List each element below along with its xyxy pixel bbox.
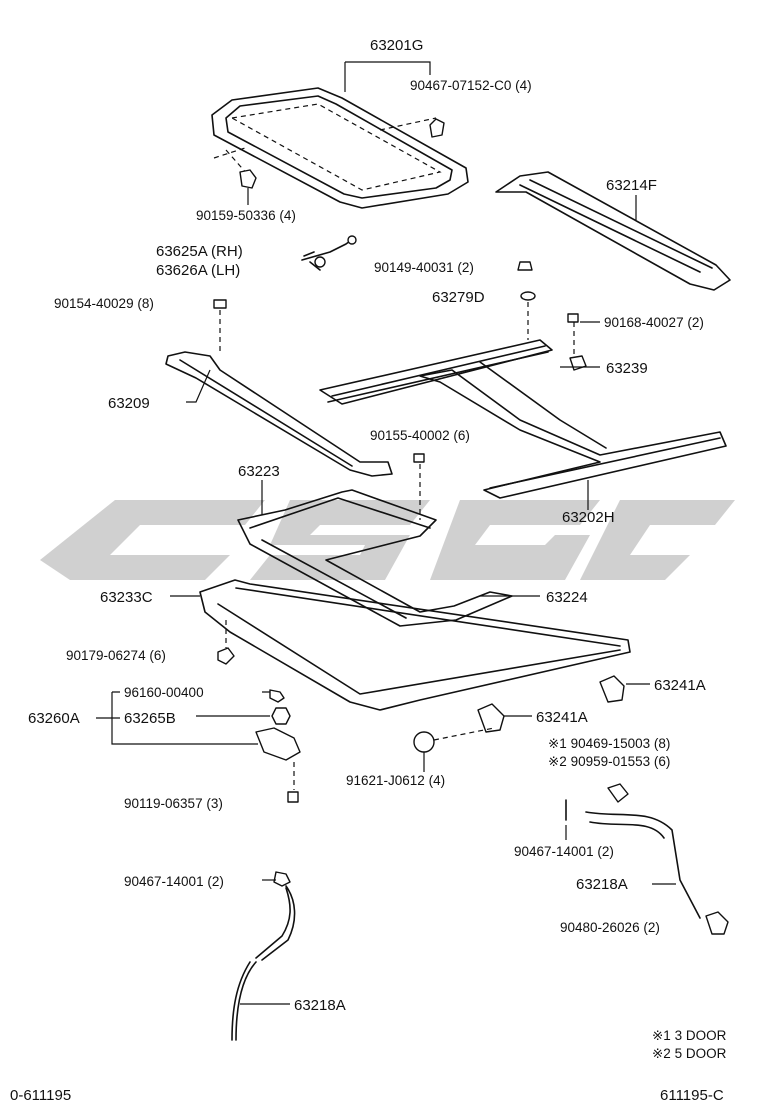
drain-hose-63218a-right	[585, 783, 729, 935]
nut-63279d	[520, 291, 536, 301]
clip-90467-07152	[429, 118, 445, 138]
bracket-63241a-right	[599, 675, 625, 703]
leader-dash-90467	[379, 117, 437, 131]
leader-63209	[186, 369, 211, 403]
note-3-door: ※1 3 DOOR	[652, 1028, 727, 1043]
block-63239	[569, 355, 587, 371]
label-90467-14001-left: 90467-14001 (2)	[124, 874, 224, 889]
label-63233c: 63233C	[100, 589, 153, 606]
label-90149-40031: 90149-40031 (2)	[374, 260, 474, 275]
label-90467-07152: 90467-07152-C0 (4)	[410, 78, 532, 93]
screw-90119-06357	[287, 791, 299, 803]
note-5-door: ※2 5 DOOR	[652, 1046, 727, 1061]
gear-63265b	[271, 707, 291, 725]
label-63224: 63224	[546, 589, 588, 606]
screw-90168-40027	[567, 313, 579, 323]
label-90155-40002: 90155-40002 (6)	[370, 428, 470, 443]
label-63209: 63209	[108, 395, 150, 412]
clip-91621-j0612	[413, 731, 435, 753]
label-63279d: 63279D	[432, 289, 485, 306]
leader-63201g	[344, 61, 431, 92]
label-63201g: 63201G	[370, 37, 423, 54]
label-91621-j0612: 91621-J0612 (4)	[346, 773, 445, 788]
label-90154-40029: 90154-40029 (8)	[54, 296, 154, 311]
drain-hose-63218a-left	[231, 871, 296, 1041]
bracket-63241a-middle	[477, 703, 505, 733]
label-90480-26026: 90480-26026 (2)	[560, 920, 660, 935]
footer-left-code: 0-611195	[10, 1087, 71, 1104]
watermark-logo	[40, 500, 735, 580]
screw-90159-50336	[239, 169, 257, 189]
housing-frame-63202h	[319, 339, 727, 499]
glass-panel-63201g	[211, 87, 469, 209]
label-63241a-right: 63241A	[654, 677, 706, 694]
label-note2-part: ※2 90959-01553 (6)	[548, 754, 670, 769]
clip-90179-06274	[217, 647, 235, 665]
label-96160-00400: 96160-00400	[124, 685, 204, 700]
bracket-63260a	[96, 691, 258, 745]
label-90168-40027: 90168-40027 (2)	[604, 315, 704, 330]
footer-right-code: 611195-C	[660, 1087, 724, 1104]
drain-clip-63625a	[301, 235, 357, 271]
label-63218a-left: 63218A	[294, 997, 346, 1014]
rail-63214f	[495, 171, 731, 291]
deflector-63209	[165, 351, 393, 477]
label-note1-part: ※1 90469-15003 (8)	[548, 736, 670, 751]
label-90119-06357: 90119-06357 (3)	[124, 796, 223, 811]
label-90159-50336: 90159-50336 (4)	[196, 208, 296, 223]
label-63241a-middle: 63241A	[536, 709, 588, 726]
label-63626a: 63626A (LH)	[156, 262, 240, 279]
label-63214f: 63214F	[606, 177, 657, 194]
label-63260a: 63260A	[28, 710, 80, 727]
label-90179-06274: 90179-06274 (6)	[66, 648, 166, 663]
screw-90155-40002	[413, 453, 425, 463]
label-63265b: 63265B	[124, 710, 176, 727]
label-90467-14001-right: 90467-14001 (2)	[514, 844, 614, 859]
screw-90149-40031	[517, 261, 533, 271]
clip-96160-00400	[269, 689, 285, 703]
sunshade-63223	[237, 489, 513, 627]
label-63239: 63239	[606, 360, 648, 377]
label-63625a: 63625A (RH)	[156, 243, 243, 260]
label-63218a-right: 63218A	[576, 876, 628, 893]
motor-63260a	[255, 727, 301, 761]
label-63202h: 63202H	[562, 509, 615, 526]
screw-90154-40029	[213, 299, 227, 309]
label-63223: 63223	[238, 463, 280, 480]
tray-63233c	[199, 579, 631, 711]
